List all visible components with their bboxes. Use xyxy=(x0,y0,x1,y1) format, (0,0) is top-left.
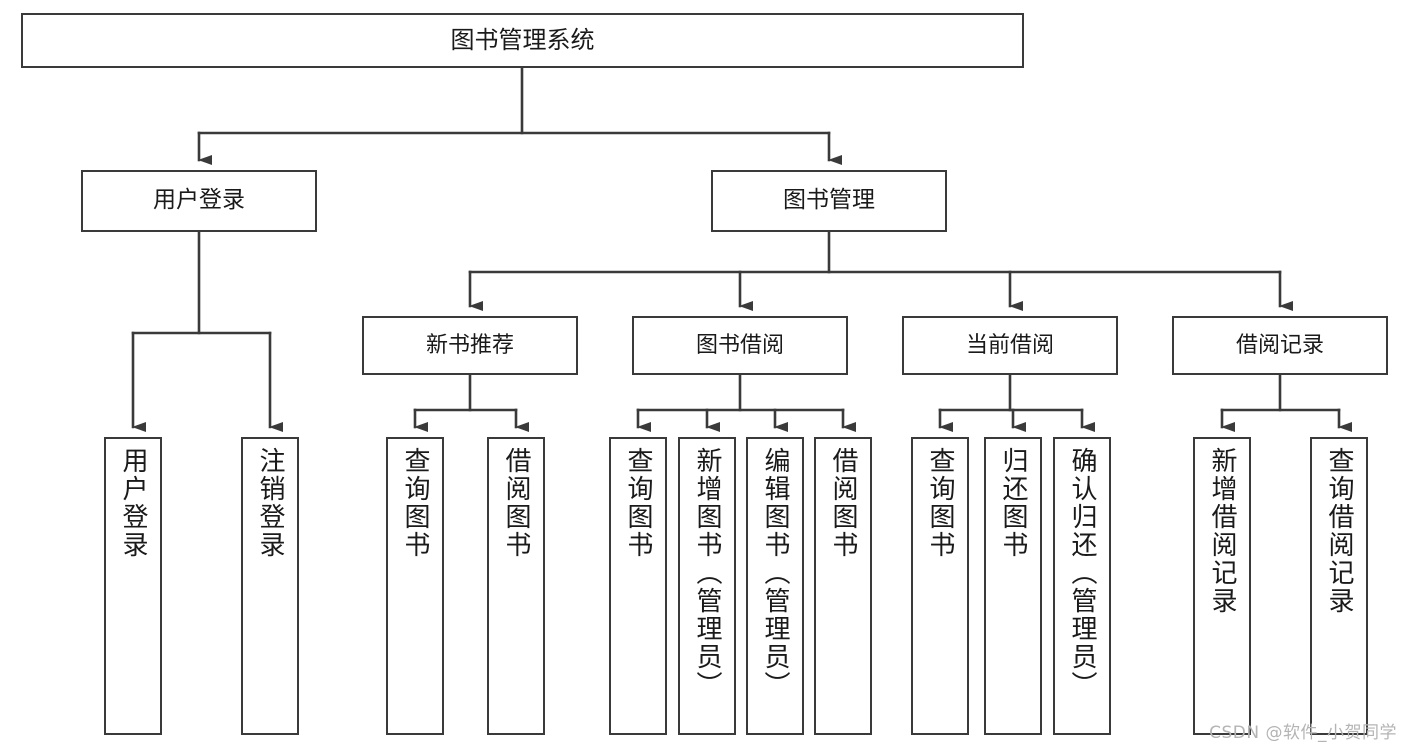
node-leaf-return-book[interactable]: 归还图书 xyxy=(984,437,1042,735)
node-new-book-recommend-label: 新书推荐 xyxy=(425,332,514,358)
node-leaf-borrow-book-2-label: 借阅图书 xyxy=(828,447,858,559)
node-root[interactable]: 图书管理系统 xyxy=(21,13,1024,68)
node-leaf-query-book-3[interactable]: 查询图书 xyxy=(911,437,969,735)
node-book-borrow-label: 图书借阅 xyxy=(695,332,784,358)
node-current-borrow[interactable]: 当前借阅 xyxy=(902,316,1118,375)
node-leaf-query-book-3-label: 查询图书 xyxy=(925,447,955,559)
node-current-borrow-label: 当前借阅 xyxy=(965,332,1054,358)
node-borrow-record[interactable]: 借阅记录 xyxy=(1172,316,1388,375)
node-leaf-user-logout[interactable]: 注销登录 xyxy=(241,437,299,735)
node-leaf-edit-book[interactable]: 编辑图书（管理员） xyxy=(746,437,804,735)
node-book-borrow[interactable]: 图书借阅 xyxy=(632,316,848,375)
node-leaf-query-book-2-label: 查询图书 xyxy=(623,447,653,559)
node-leaf-query-book-1-label: 查询图书 xyxy=(400,447,430,559)
node-leaf-add-book[interactable]: 新增图书（管理员） xyxy=(678,437,736,735)
node-leaf-return-book-label: 归还图书 xyxy=(998,447,1028,559)
node-leaf-query-record-label: 查询借阅记录 xyxy=(1324,447,1354,615)
node-borrow-record-label: 借阅记录 xyxy=(1235,332,1324,358)
node-leaf-add-record[interactable]: 新增借阅记录 xyxy=(1193,437,1251,735)
node-leaf-edit-book-label: 编辑图书（管理员） xyxy=(760,447,790,699)
node-leaf-user-login-label: 用户登录 xyxy=(118,447,148,559)
node-leaf-borrow-book-2[interactable]: 借阅图书 xyxy=(814,437,872,735)
node-book-manage-label: 图书管理 xyxy=(783,187,875,214)
node-leaf-add-book-label: 新增图书（管理员） xyxy=(692,447,722,699)
node-leaf-user-login[interactable]: 用户登录 xyxy=(104,437,162,735)
node-leaf-confirm-return-label: 确认归还（管理员） xyxy=(1067,447,1097,699)
node-leaf-query-record[interactable]: 查询借阅记录 xyxy=(1310,437,1368,735)
node-leaf-confirm-return[interactable]: 确认归还（管理员） xyxy=(1053,437,1111,735)
node-leaf-borrow-book-1[interactable]: 借阅图书 xyxy=(487,437,545,735)
node-leaf-add-record-label: 新增借阅记录 xyxy=(1207,447,1237,615)
node-leaf-user-logout-label: 注销登录 xyxy=(255,447,285,559)
node-user-login-label: 用户登录 xyxy=(153,187,245,214)
node-root-label: 图书管理系统 xyxy=(450,26,595,55)
node-book-manage[interactable]: 图书管理 xyxy=(711,170,947,232)
node-leaf-query-book-2[interactable]: 查询图书 xyxy=(609,437,667,735)
node-user-login[interactable]: 用户登录 xyxy=(81,170,317,232)
node-leaf-borrow-book-1-label: 借阅图书 xyxy=(501,447,531,559)
node-new-book-recommend[interactable]: 新书推荐 xyxy=(362,316,578,375)
node-leaf-query-book-1[interactable]: 查询图书 xyxy=(386,437,444,735)
